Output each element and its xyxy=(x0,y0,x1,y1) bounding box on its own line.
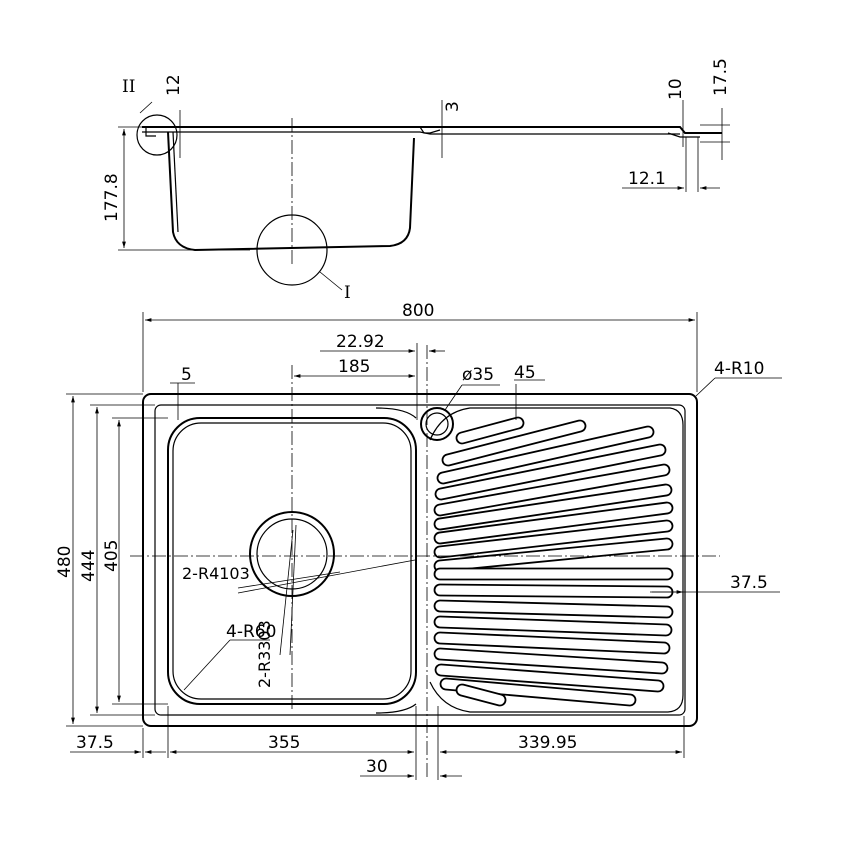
dim-12-1: 12.1 xyxy=(628,169,666,189)
dim-177-8: 177.8 xyxy=(102,173,122,222)
dim-overflow-diameter: ø35 xyxy=(462,365,494,385)
dim-10: 10 xyxy=(666,78,686,100)
drainer-groove xyxy=(436,425,655,485)
dim-30: 30 xyxy=(366,757,388,777)
drainer-groove xyxy=(433,631,671,655)
drainer-groove xyxy=(433,647,669,675)
dim-5: 5 xyxy=(181,365,192,385)
dim-37-5-left: 37.5 xyxy=(76,733,114,753)
overflow-outer xyxy=(420,407,454,441)
drainer-groove xyxy=(433,567,674,581)
drainer-groove xyxy=(433,483,673,531)
sink-inner-rim xyxy=(154,404,686,716)
drainer-groove xyxy=(434,663,665,693)
dim-405: 405 xyxy=(102,540,122,572)
section-rim xyxy=(142,126,722,134)
dim-185: 185 xyxy=(338,357,370,377)
drainer-groove xyxy=(433,615,673,637)
dim-radius-3303: 2-R3303 xyxy=(255,620,274,688)
dim-radius-4103: 2-R4103 xyxy=(182,564,250,583)
sink-outer-rim xyxy=(142,393,698,727)
drainer-groove xyxy=(434,443,667,501)
drainer-groove xyxy=(433,599,674,619)
label-detail-ii: II xyxy=(122,77,135,97)
drainer-groove xyxy=(433,519,674,559)
dim-339-95: 339.95 xyxy=(518,733,577,753)
drainer-groove xyxy=(441,419,587,467)
dim-37-5-drainer: 37.5 xyxy=(730,573,768,593)
drainer-groove xyxy=(433,463,671,517)
drainer-groove xyxy=(455,683,507,707)
label-detail-i: I xyxy=(344,283,351,303)
plan-view: 800 22.92 185 ø35 45 4-R10 5 480 xyxy=(55,301,782,780)
dim-17-5: 17.5 xyxy=(711,58,731,96)
section-bowl xyxy=(167,131,415,252)
dim-444: 444 xyxy=(79,550,99,582)
dim-radius-60: 4-R60 xyxy=(226,622,276,642)
dim-45: 45 xyxy=(514,363,536,383)
drainer-groove xyxy=(433,501,674,545)
overflow-inner xyxy=(425,412,449,436)
drainer-groove xyxy=(433,583,674,599)
drainer-groove xyxy=(439,677,637,707)
drainer-groove xyxy=(433,537,674,573)
dim-3: 3 xyxy=(443,101,463,112)
dim-12: 12 xyxy=(164,74,184,96)
dim-355: 355 xyxy=(268,733,300,753)
dim-800: 800 xyxy=(402,301,434,321)
section-view: 177.8 12 3 10 17.5 12.1 II I xyxy=(102,58,731,303)
dim-480: 480 xyxy=(55,546,75,578)
detail-ii-circle xyxy=(136,114,178,156)
dim-22-92: 22.92 xyxy=(336,332,385,352)
drainer-grooves xyxy=(433,416,674,707)
drainer-groove xyxy=(455,416,525,445)
dim-corner-radius: 4-R10 xyxy=(714,359,764,379)
